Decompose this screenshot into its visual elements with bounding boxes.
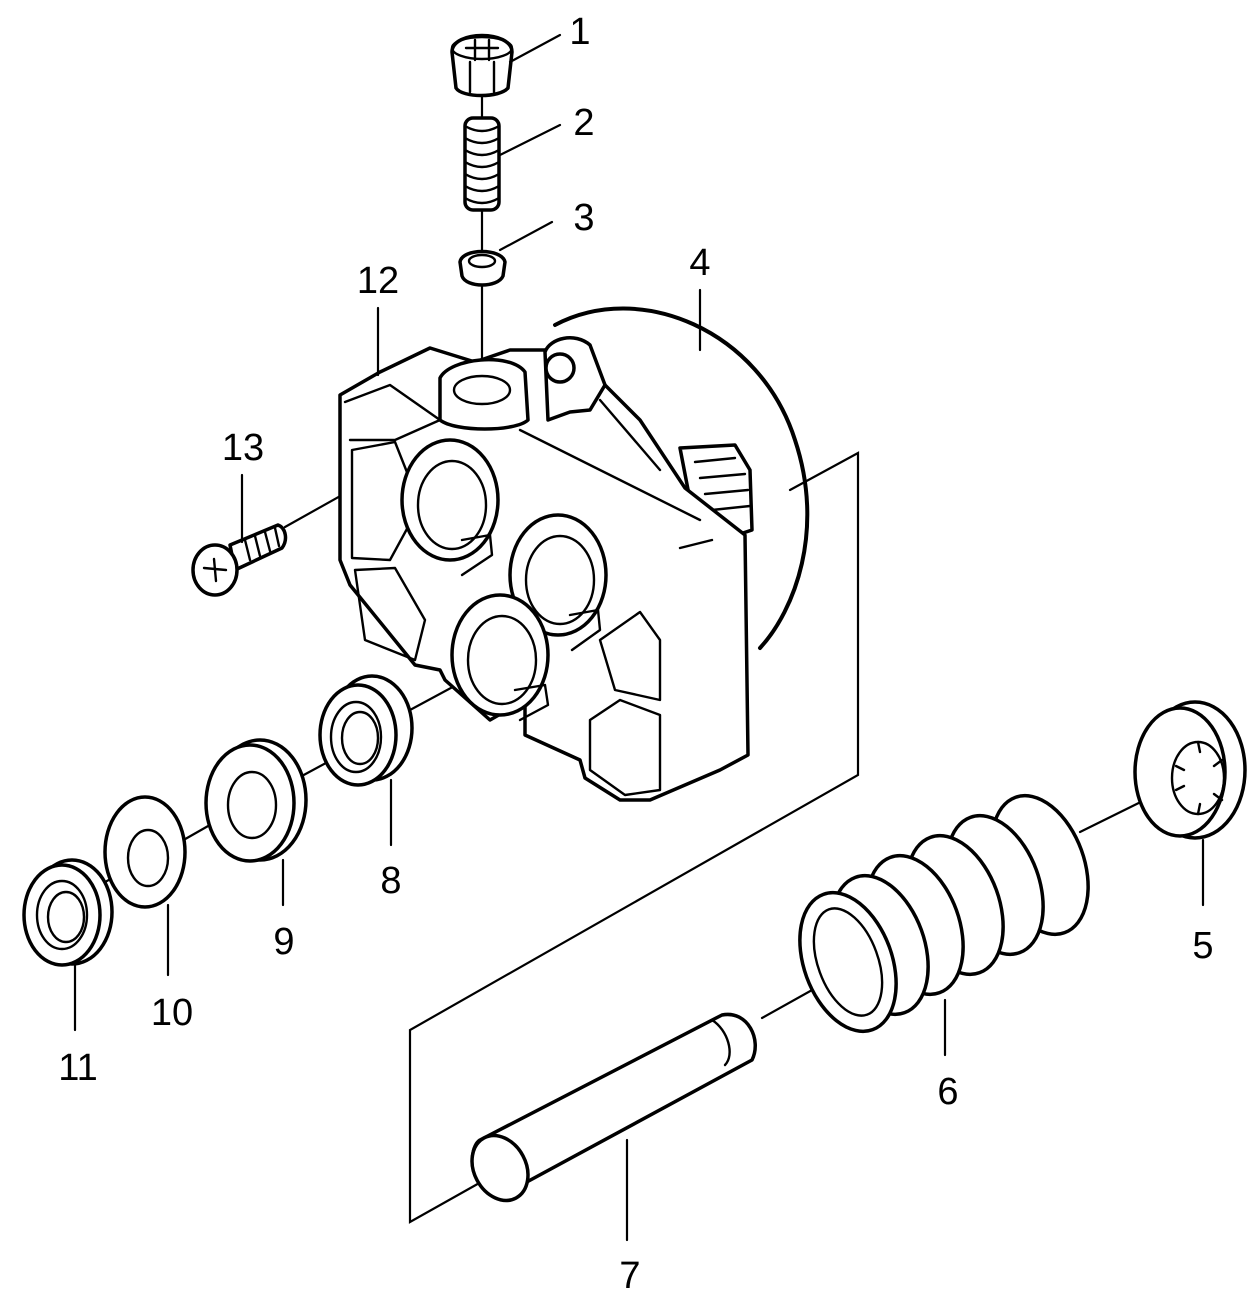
part-6-large-spring — [798, 793, 1090, 1034]
part-9-seal-ring — [204, 738, 308, 863]
part-2-small-spring — [463, 116, 501, 212]
part-13-screw — [191, 523, 288, 597]
callout-6: 6 — [937, 1071, 958, 1113]
callout-5: 5 — [1192, 925, 1213, 967]
callout-4: 4 — [689, 242, 710, 284]
callout-3: 3 — [573, 197, 594, 239]
part-3-valve-seat — [458, 249, 507, 287]
callout-labels: 1 2 3 4 5 6 7 8 9 10 11 12 13 — [58, 11, 1213, 1292]
part-7-plunger — [470, 1012, 757, 1203]
part-5-end-plate — [1133, 700, 1247, 840]
callout-1: 1 — [569, 11, 590, 53]
part-1-cap — [450, 33, 514, 98]
callout-11: 11 — [58, 1047, 97, 1089]
callout-leaders — [73, 33, 1205, 1242]
callout-9: 9 — [273, 921, 294, 963]
part-11-seal — [22, 858, 114, 967]
part-10-washer — [103, 795, 187, 909]
callout-7: 7 — [619, 1255, 640, 1292]
part-8-seal — [318, 674, 414, 787]
callout-8: 8 — [380, 860, 401, 902]
callout-13: 13 — [222, 427, 264, 469]
part-4-housing — [338, 306, 810, 802]
callout-2: 2 — [573, 102, 594, 144]
callout-12: 12 — [357, 260, 399, 302]
callout-10: 10 — [151, 992, 193, 1034]
